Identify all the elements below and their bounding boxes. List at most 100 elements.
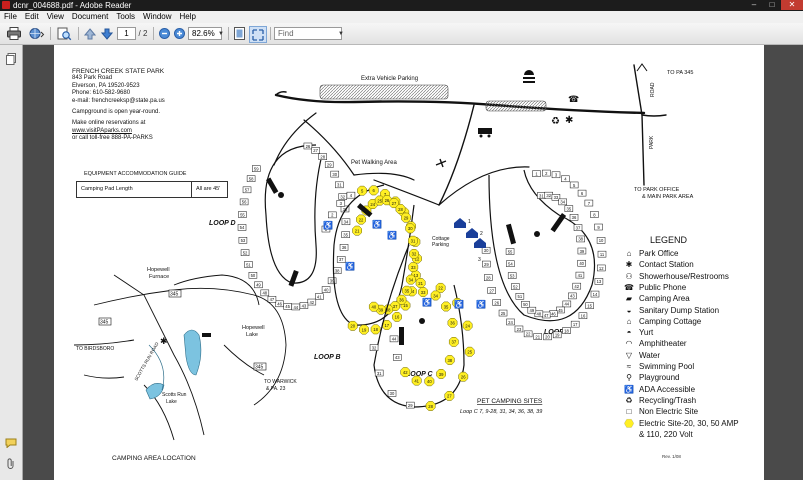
site-number: 31 [337, 183, 342, 188]
legend-item: & 110, 220 Volt [622, 429, 693, 440]
site-number: 45 [558, 308, 563, 313]
site-number: 26 [306, 144, 311, 149]
park-website-link[interactable]: www.visitPAparks.com [72, 127, 132, 134]
campsite-loop_d: 56 [239, 198, 249, 206]
campsite-loop_d: 44 [291, 303, 301, 311]
zoom-in-button[interactable] [172, 26, 186, 41]
zoom-dropdown-button[interactable]: ▼ [217, 26, 225, 41]
campsite-loop_a: 45 [556, 306, 565, 314]
legend-item: ◠Amphitheater [622, 338, 687, 349]
site-number: 53 [241, 238, 246, 243]
site-number: 48 [262, 291, 267, 296]
site-number: 12 [599, 266, 604, 271]
site-number: 25 [377, 198, 382, 203]
electric-site-loop_b: 29 [401, 212, 411, 223]
scotts-run-lake [145, 383, 165, 400]
menu-document[interactable]: Document [71, 12, 109, 21]
next-page-button[interactable] [99, 26, 115, 41]
loop-d-label: LOOP D [209, 220, 236, 227]
site-number: 23 [517, 327, 522, 332]
window-title: dcnr_004688.pdf - Adobe Reader [13, 1, 132, 10]
previous-page-button[interactable] [82, 26, 98, 41]
find-input[interactable]: Find [274, 27, 342, 40]
window-controls: – □ ✕ [745, 0, 803, 11]
site-number: 48 [537, 312, 542, 317]
showerhouse-icons [278, 192, 540, 324]
pet-sites-list: Loop C 7, 9-28, 31, 34, 36, 38, 39 [460, 409, 542, 415]
site-number: 50 [251, 273, 256, 278]
globe-icon [29, 28, 45, 39]
chevron-down-icon: ▼ [218, 30, 224, 37]
site-number: 3 [555, 173, 558, 178]
find-dropdown-button[interactable]: ▼ [337, 26, 345, 41]
zoom-out-button[interactable] [157, 26, 171, 41]
campsite-loop_d: 36 [339, 244, 349, 251]
attach-button[interactable] [55, 26, 73, 41]
share-button[interactable] [27, 26, 47, 41]
legend-spacer [622, 429, 636, 440]
electric-site-loop_c: 38 [444, 355, 455, 365]
zoom-level-input[interactable]: 82.6% [188, 27, 222, 40]
park-phone: Phone: 610-582-9680 [72, 90, 131, 97]
site-number: 14 [593, 292, 598, 297]
menu-view[interactable]: View [46, 12, 64, 21]
site-number: 31 [377, 371, 382, 376]
svg-text:345: 345 [170, 292, 179, 298]
pdf-page[interactable]: FRENCH CREEK STATE PARK 843 Park Road El… [54, 45, 764, 480]
electric-site-loop_b: 32 [409, 249, 419, 259]
campsite-loop_a: 48 [534, 310, 544, 318]
site-number: 30 [390, 391, 395, 396]
pages-panel-button[interactable] [5, 53, 17, 65]
print-button[interactable] [5, 26, 23, 41]
electric-site-loop_b: 6 [368, 185, 379, 196]
electric-icon: ⬣ [624, 417, 634, 430]
contact-station-icon: ✱ [625, 260, 633, 270]
minimize-button[interactable]: – [751, 0, 757, 9]
campsite-loop_a: 39 [577, 247, 587, 255]
electric-site-loop_b: 21 [352, 225, 362, 236]
cottage-1-label: 1 [468, 219, 471, 225]
site-number: 32 [372, 345, 377, 350]
campsite-loop_a: 10 [596, 237, 606, 244]
park-address-1: 843 Park Road [72, 75, 113, 82]
site-number: 47 [270, 297, 275, 302]
page-number-input[interactable]: 1 [117, 27, 136, 40]
campsite-loop_a: 22 [523, 330, 533, 338]
fit-width-button[interactable] [249, 26, 267, 43]
campsite-loop_a: 11 [597, 250, 607, 258]
menu-tools[interactable]: Tools [116, 12, 136, 21]
site-number: 58 [249, 176, 254, 181]
campsite-loop_c: 44 [389, 335, 399, 343]
campsite-loop_c: 32 [369, 344, 379, 351]
paperclip-icon [7, 458, 14, 469]
fit-page-button[interactable] [231, 26, 247, 41]
campsite-loop_a: 26 [492, 299, 501, 306]
legend-title: LEGEND [650, 235, 688, 245]
site-number: 38 [447, 358, 452, 363]
menu-file[interactable]: File [4, 12, 17, 21]
campsite-loop_a: 2 [542, 169, 551, 177]
menu-window[interactable]: Window [143, 12, 172, 21]
guide-row-label: Camping Pad Length [77, 182, 192, 197]
maximize-button[interactable]: □ [769, 0, 775, 9]
legend-label: Camping Area [639, 294, 690, 304]
attachments-panel-button[interactable] [5, 458, 17, 470]
site-number: 30 [332, 172, 337, 177]
comments-panel-button[interactable] [5, 437, 17, 449]
site-number: 39 [330, 279, 335, 284]
loop-a-road [488, 169, 596, 322]
legend-item: □Non Electric Site [622, 406, 699, 417]
legend-label: Playground [639, 373, 680, 383]
site-number: 6 [581, 191, 584, 196]
site-number: 51 [518, 294, 523, 299]
route-345-markers: 345 345 345 [98, 289, 267, 371]
location-title: CAMPING AREA LOCATION [112, 455, 196, 462]
site-number: 18 [373, 327, 378, 332]
cottage-parking-label-1: Cottage [432, 236, 450, 242]
site-number: 35 [567, 206, 572, 211]
site-number: 50 [523, 302, 528, 307]
menu-edit[interactable]: Edit [24, 12, 39, 21]
menu-help[interactable]: Help [179, 12, 196, 21]
loop-d-road [264, 144, 323, 284]
close-button[interactable]: ✕ [781, 0, 803, 10]
